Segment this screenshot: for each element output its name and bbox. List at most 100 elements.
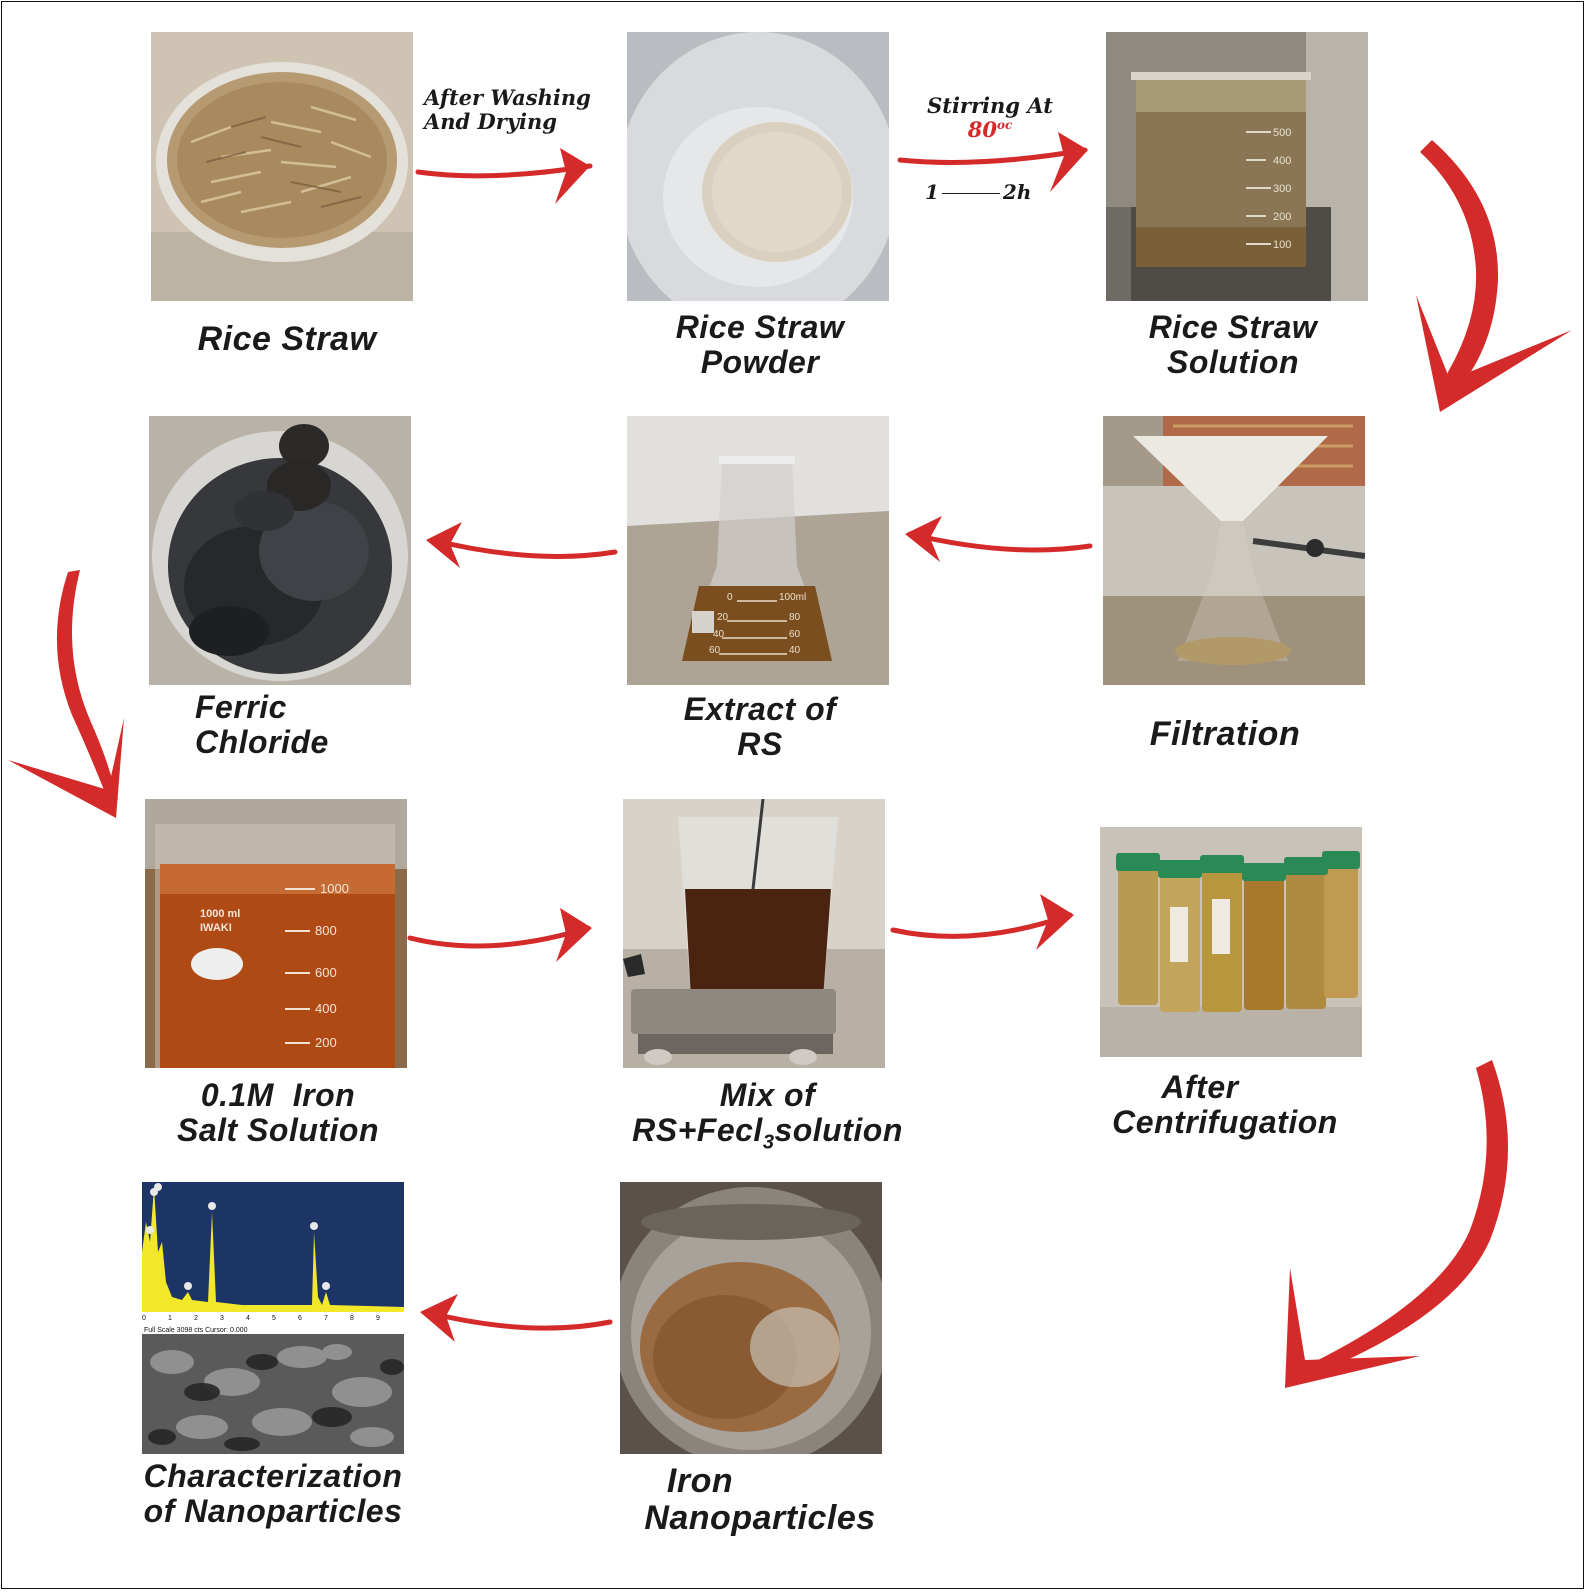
time-from: 1 [925,180,939,204]
iron-salt-beaker-image: 1000 800 600 400 200 1000 ml IWAKI [145,799,407,1068]
label-ferric-chloride: Ferric Chloride [195,690,395,759]
label-line: Salt Solution [176,1111,380,1148]
photo-iron-nanoparticles [620,1182,882,1454]
beaker-mark: 400 [1273,155,1291,167]
label-line: Characterization [143,1458,403,1494]
label-line: Rice Straw [197,320,377,358]
label-after-centrifugation: After Centrifugation [1070,1070,1380,1139]
photo-mix [623,799,885,1068]
label-line: 0.1M Iron [200,1077,356,1113]
beaker-solution-image: 500 400 300 200 100 [1106,32,1368,301]
photo-rice-straw [151,32,413,301]
beaker-mark: 400 [315,1001,337,1016]
label-rice-straw-powder: Rice Straw Powder [615,310,905,379]
eds-tick: 0 [142,1315,146,1322]
label-line: After [1161,1069,1239,1105]
flask-mark: 40 [713,629,725,640]
flask-mark: 60 [709,645,721,656]
flask-mark: 0 [727,592,733,603]
powder-image [627,32,889,301]
eds-tick: 7 [324,1315,328,1322]
label-rice-straw: Rice Straw [142,321,432,358]
note-temperature: 80oc [900,118,1080,142]
time-to: 2h [1002,180,1032,204]
flask-mark: 100ml [779,592,806,603]
beaker-mark: 200 [1273,211,1291,223]
label-line: Iron [666,1462,734,1500]
label-line: of Nanoparticles [143,1492,403,1529]
beaker-mark: 500 [1273,127,1291,139]
photo-iron-salt-solution: 1000 800 600 400 200 1000 ml IWAKI [145,799,407,1068]
photo-extract-rs: 0 100ml 20 80 40 60 60 40 [627,416,889,685]
note-duration: 1 2h [925,181,1065,204]
flask-mark: 80 [789,612,801,623]
photo-characterization: 0 1 2 3 4 5 6 7 8 9 Full Scale 3098 cts … [142,1182,404,1454]
beaker-brand: 1000 ml [200,908,240,920]
beaker-mark: 1000 [320,881,349,896]
flask-extract-image: 0 100ml 20 80 40 60 60 40 [627,416,889,685]
label-rice-straw-solution: Rice Straw Solution [1088,310,1378,379]
label-line: Rice Straw [675,309,845,345]
eds-footer: Full Scale 3098 cts Cursor: 0.000 [144,1327,248,1334]
beaker-mark: 800 [315,923,337,938]
label-line: Extract of [683,691,837,727]
rice-straw-image [151,32,413,301]
photo-filtration [1103,416,1365,685]
note-line: After Washing [424,85,591,110]
label-line: Powder [700,343,820,380]
beaker-maker: IWAKI [200,922,232,934]
flask-mark: 60 [789,629,801,640]
label-line: Mix of [719,1077,816,1113]
beaker-mark: 300 [1273,183,1291,195]
label-text: RS+Fecl [632,1111,763,1148]
mix-stirrer-image [623,799,885,1068]
eds-tick: 6 [298,1315,302,1322]
label-extract-rs: Extract of RS [615,692,905,761]
photo-rice-straw-powder [627,32,889,301]
flask-mark: 20 [717,612,729,623]
label-iron-nanoparticles: Iron Nanoparticles [600,1463,920,1536]
eds-tick: 5 [272,1315,276,1322]
photo-ferric-chloride [149,416,411,685]
eds-tick: 3 [220,1315,224,1322]
photo-after-centrifugation [1100,827,1362,1057]
centrifuge-tubes-image [1100,827,1362,1057]
time-dash [941,193,1000,194]
eds-tick: 4 [246,1315,250,1322]
label-mix: Mix of RS+Fecl3solution [600,1078,935,1154]
note-line: And Drying [424,109,557,135]
subscript: 3 [762,1130,775,1153]
label-line: Chloride [195,723,329,760]
note-washing: After Washing And Drying [424,85,624,135]
photo-rice-straw-solution: 500 400 300 200 100 [1106,32,1368,301]
label-line: Nanoparticles [644,1498,876,1537]
nanoparticles-dish-image [620,1182,882,1454]
ferric-chloride-image [149,416,411,685]
beaker-mark: 600 [315,965,337,980]
label-line: Rice Straw [1148,309,1318,345]
label-line: Centrifugation [1112,1103,1338,1140]
filtration-image [1103,416,1365,685]
beaker-mark: 100 [1273,239,1291,251]
note-stirring: Stirring At 80oc [900,93,1080,142]
eds-tick: 8 [350,1315,354,1322]
flask-mark: 40 [789,645,801,656]
beaker-mark: 200 [315,1035,337,1050]
label-line: Ferric [195,689,287,725]
label-line: RS+Fecl3solution [600,1111,935,1154]
label-line: RS [737,725,783,762]
note-line: Stirring At [927,93,1053,118]
label-text: solution [774,1111,903,1148]
label-line: Solution [1167,343,1299,380]
label-iron-salt-solution: 0.1M Iron Salt Solution [128,1078,428,1147]
eds-tick: 2 [194,1315,198,1322]
eds-sem-image: 0 1 2 3 4 5 6 7 8 9 Full Scale 3098 cts … [142,1182,404,1454]
label-characterization: Characterization of Nanoparticles [108,1459,438,1528]
label-filtration: Filtration [1080,716,1370,753]
temp-value: 80 [967,117,997,143]
eds-tick: 9 [376,1315,380,1322]
label-line: Filtration [1149,715,1301,753]
temp-unit: oc [996,118,1013,133]
